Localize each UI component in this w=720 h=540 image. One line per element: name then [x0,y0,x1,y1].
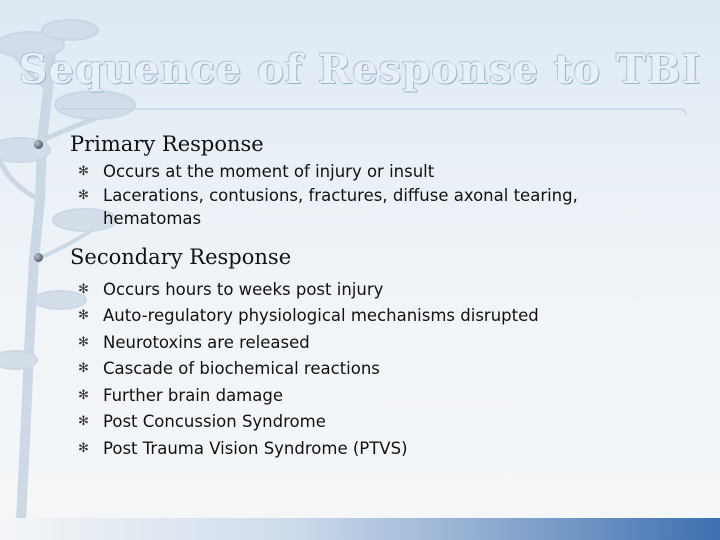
asterisk-bullet-icon: ✻ [78,187,89,203]
section-heading: Primary Response [70,132,264,156]
footer-gradient-bar [0,518,720,540]
list-item: ✻ Occurs hours to weeks post injury [34,277,674,304]
list-item: ✻ Post Concussion Syndrome [34,409,674,436]
sphere-bullet-icon [34,252,43,262]
asterisk-bullet-icon: ✻ [78,387,89,403]
section-heading: Secondary Response [70,244,292,269]
secondary-response-list: ✻ Occurs hours to weeks post injury ✻ Au… [34,277,674,463]
asterisk-bullet-icon: ✻ [78,308,89,323]
asterisk-bullet-icon: ✻ [78,414,89,429]
asterisk-bullet-icon: ✻ [78,164,89,179]
list-item: ✻ Neurotoxins are released [34,330,674,357]
list-item: ✻ Auto-regulatory physiological mechanis… [34,303,674,330]
slide-body: Primary Response ✻ Occurs at the moment … [34,130,674,462]
list-item: ✻ Further brain damage [34,383,674,410]
section-primary-response: Primary Response [34,130,674,158]
asterisk-bullet-icon: ✻ [78,334,89,350]
section-secondary-response: Secondary Response [34,243,674,271]
primary-response-list: ✻ Occurs at the moment of injury or insu… [34,160,674,231]
list-item: ✻ Cascade of biochemical reactions [34,356,674,383]
list-item: ✻ Post Trauma Vision Syndrome (PTVS) [34,436,674,463]
slide-title: Sequence of Response to TBI [18,46,702,93]
sphere-bullet-icon [34,140,43,149]
list-item: ✻ Occurs at the moment of injury or insu… [34,160,674,184]
asterisk-bullet-icon: ✻ [78,440,89,456]
asterisk-bullet-icon: ✻ [78,361,89,376]
title-divider [60,108,687,116]
asterisk-bullet-icon: ✻ [78,281,89,297]
list-item: ✻ Lacerations, contusions, fractures, di… [78,185,578,229]
